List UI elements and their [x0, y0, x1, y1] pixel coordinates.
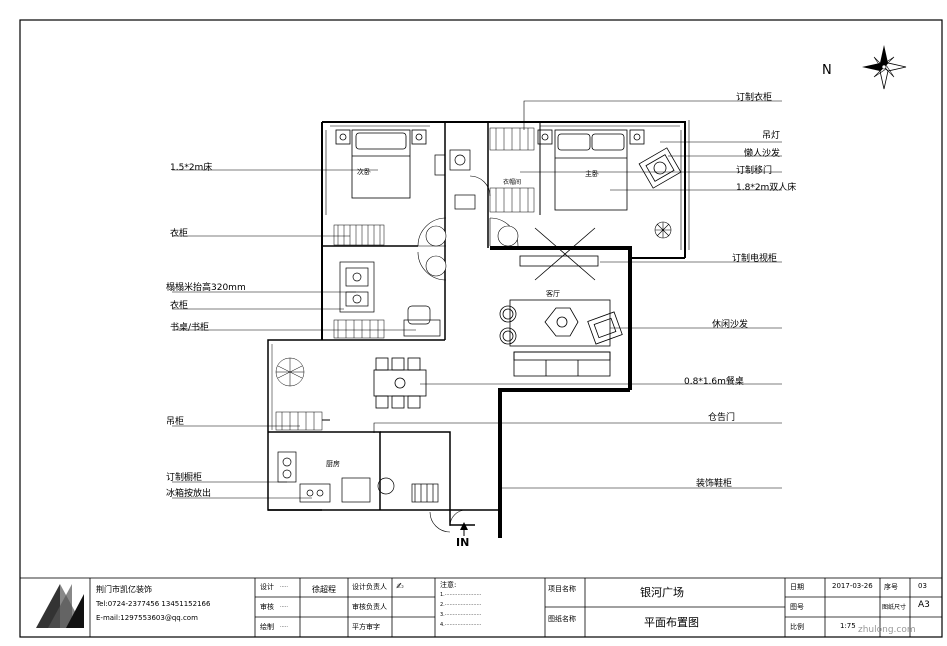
title-block: [19, 577, 943, 638]
dining-table-icon: [373, 357, 427, 409]
double-bed-icon: [537, 129, 645, 211]
leader-lines-right: [373, 100, 782, 489]
kitchen-fixtures: [277, 451, 439, 503]
armchair-icon: [638, 147, 682, 189]
room-label-kitchen: 厨房: [326, 459, 340, 468]
door-tag-b: [425, 255, 447, 277]
entrance-arrow-icon: [460, 522, 468, 536]
living-furniture: [499, 299, 623, 377]
company-logo-icon: [36, 584, 84, 628]
room-label-second-bedroom: 次卧: [357, 167, 371, 176]
cabinet-hatching: [275, 127, 535, 431]
leader-lines-left: [172, 169, 416, 499]
door-swings: [417, 175, 519, 533]
sheet-border: [19, 19, 943, 638]
watermark: zhulong.com: [858, 625, 916, 635]
balcony-plant-icon: [275, 357, 305, 387]
door-tag-c: [497, 225, 519, 247]
room-label-master-bedroom: 主卧: [585, 169, 599, 178]
north-label: N: [822, 63, 832, 78]
north-arrow-icon: [862, 45, 907, 90]
tv-cabinet-icon: [519, 227, 599, 281]
tatami-table-icon: [339, 261, 375, 313]
walls: [267, 120, 690, 538]
single-bed-icon: [335, 129, 427, 199]
door-tag-a: [425, 225, 447, 247]
room-label-walk-in-closet: 衣帽间: [503, 178, 521, 186]
plant-icon: [654, 221, 672, 239]
vanity-icon: [434, 149, 476, 210]
desk-chair-icon: [403, 305, 441, 337]
entrance-label: IN: [456, 536, 469, 549]
room-label-living: 客厅: [546, 289, 560, 298]
